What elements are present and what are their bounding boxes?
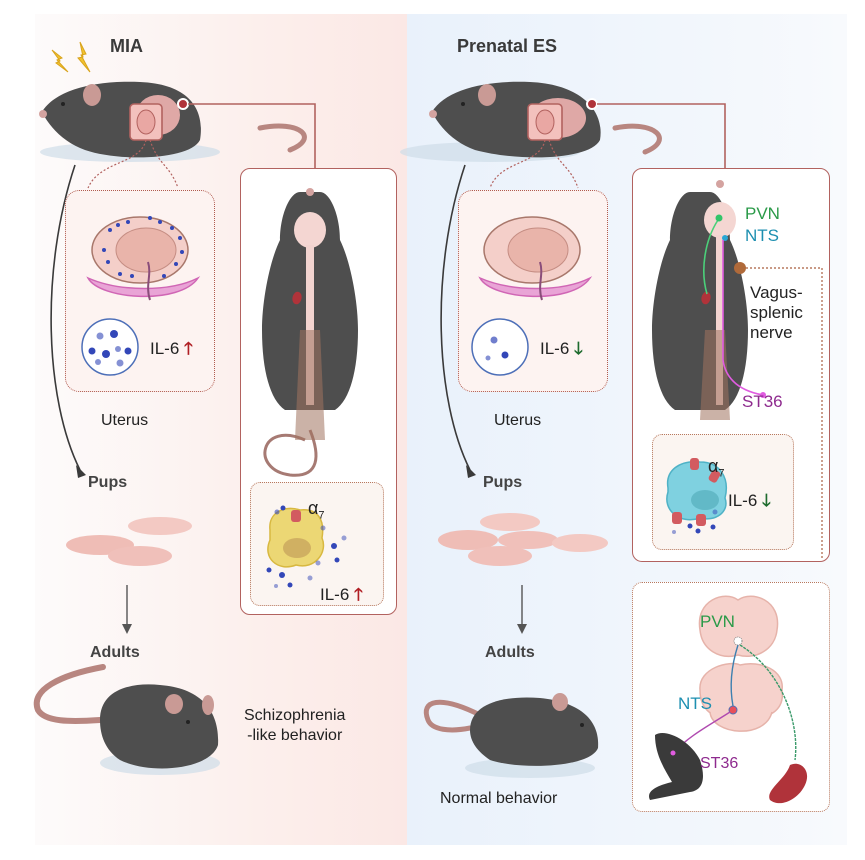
pups-label-mia: Pups <box>88 474 128 491</box>
up-arrow-icon: 🡑 <box>184 339 193 358</box>
il6-spleen-label-mia: IL-6 🡑 <box>320 585 363 604</box>
down-arrow-icon: 🡓 <box>762 491 771 510</box>
pathway-marker-icon <box>734 262 746 274</box>
outcome-label-es: Normal behavior <box>440 790 558 807</box>
es-title: Prenatal ES <box>457 36 558 56</box>
brain-pvn-label: PVN <box>700 612 735 631</box>
brain-st36-label: ST36 <box>700 755 739 772</box>
uterus-label-es: Uterus <box>494 412 542 429</box>
alpha7-label-es: α7 <box>708 456 725 480</box>
mia-title: MIA <box>110 36 143 56</box>
st36-label: ST36 <box>742 392 783 411</box>
up-arrow-icon: 🡑 <box>354 585 363 604</box>
il6-label-mia: IL-6 🡑 <box>150 339 193 358</box>
down-arrow-icon: 🡓 <box>574 339 583 358</box>
il6-label-es: IL-6 🡓 <box>540 339 583 358</box>
pvn-label: PVN <box>745 204 780 223</box>
adults-label-mia: Adults <box>90 644 140 661</box>
pups-label-es: Pups <box>483 474 523 491</box>
nts-label: NTS <box>745 226 779 245</box>
alpha7-label-mia: α7 <box>308 498 325 522</box>
brain-nts-label: NTS <box>678 694 712 713</box>
uterus-label-mia: Uterus <box>101 412 149 429</box>
il6-vesicle-icon <box>471 318 529 376</box>
il6-spleen-label-es: IL-6 🡓 <box>728 491 771 510</box>
adults-label-es: Adults <box>485 644 535 661</box>
outcome-label-mia: Schizophrenia-like behavior <box>244 707 346 744</box>
